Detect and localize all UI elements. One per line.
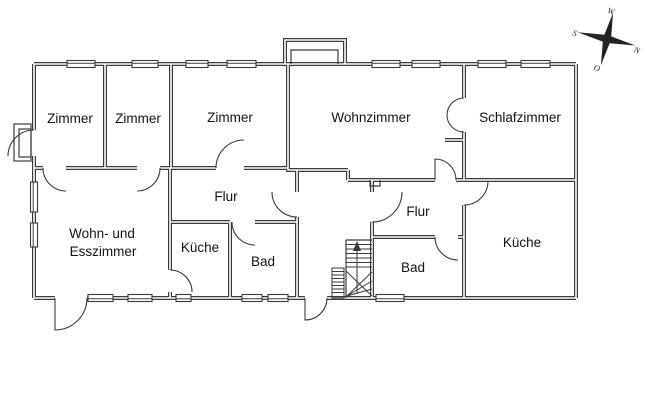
room-label-wohnzimmer: Wohnzimmer (331, 110, 411, 125)
room-label-bad-left: Bad (251, 254, 275, 269)
compass-letter-left: S (571, 28, 579, 39)
room-label-wohn-esszimmer-line2: Esszimmer (70, 244, 137, 259)
window (267, 293, 289, 303)
room-labels: Zimmer Zimmer Zimmer Wohnzimmer Schlafzi… (47, 110, 561, 275)
steps-hatch (332, 271, 344, 293)
compass-letter-top: W (606, 5, 617, 17)
steps-outline (331, 267, 345, 299)
room-label-zimmer-1: Zimmer (47, 111, 93, 126)
window (411, 59, 441, 69)
window (375, 293, 405, 303)
window (241, 293, 263, 303)
window (127, 293, 153, 303)
stair-treads (346, 244, 372, 268)
stairs-up-arrow-head (353, 241, 361, 251)
stair-winder-edge (345, 270, 373, 297)
room-label-kueche-left: Küche (181, 240, 219, 255)
window (477, 59, 507, 69)
compass-letter-bottom: O (593, 62, 602, 73)
window (371, 59, 401, 69)
entrance-porch (13, 123, 32, 162)
compass-star-icon (577, 12, 636, 66)
room-label-schlafzimmer: Schlafzimmer (479, 110, 561, 125)
stair-winder-tread (346, 280, 373, 297)
window (175, 293, 192, 303)
compass-letter-right: N (632, 44, 643, 56)
window (226, 59, 257, 69)
room-label-zimmer-3: Zimmer (207, 110, 253, 125)
doors (7, 97, 489, 331)
stair-enclosure (345, 239, 372, 298)
windows (29, 59, 551, 303)
window (131, 59, 159, 69)
stair-winder-treads (346, 271, 373, 297)
entrance-steps (331, 267, 345, 299)
walls (32, 38, 578, 300)
stair-winder-tread (346, 271, 373, 297)
window (29, 181, 39, 213)
room-label-flur-left: Flur (214, 189, 238, 204)
staircase (331, 239, 373, 299)
room-label-zimmer-2: Zimmer (115, 111, 161, 126)
stair-winder-tread (346, 288, 373, 297)
window (185, 59, 209, 69)
window (520, 59, 551, 69)
window (29, 222, 39, 248)
door-arcs (7, 97, 489, 331)
room-label-flur-right: Flur (406, 204, 430, 219)
room-label-bad-right: Bad (401, 260, 425, 275)
wall-notch (369, 180, 381, 187)
porch-step (18, 128, 32, 158)
bay-window (290, 49, 339, 64)
window (87, 293, 114, 303)
wall-lines (32, 38, 578, 300)
room-label-wohn-esszimmer-line1: Wohn- und (69, 226, 135, 241)
compass-rose: W S N O (571, 5, 642, 74)
window (66, 59, 96, 69)
bay-inner-line (290, 49, 339, 64)
room-label-kueche-right: Küche (503, 235, 541, 250)
